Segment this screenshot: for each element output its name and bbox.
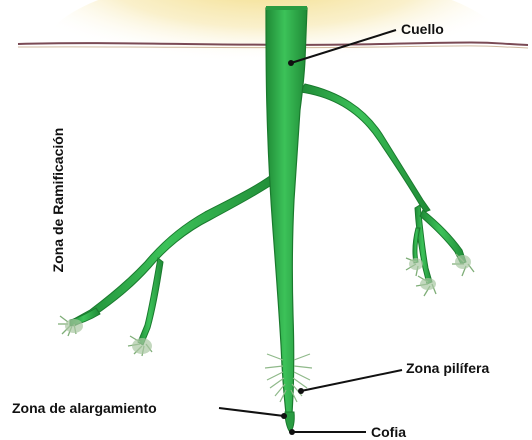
lateral-root-hairs <box>58 254 474 356</box>
lateral-root-hairs-fill <box>65 255 471 354</box>
label-zona-alargamiento: Zona de alargamiento <box>12 401 157 415</box>
label-zona-pilifera: Zona pilífera <box>406 361 489 375</box>
main-root <box>266 8 307 414</box>
label-cofia: Cofia <box>371 425 406 439</box>
label-zona-ramificacion: Zona de Ramificación <box>51 128 65 273</box>
label-cuello: Cuello <box>401 22 444 36</box>
lateral-root-left <box>72 170 282 326</box>
root-top-cut <box>266 6 307 10</box>
